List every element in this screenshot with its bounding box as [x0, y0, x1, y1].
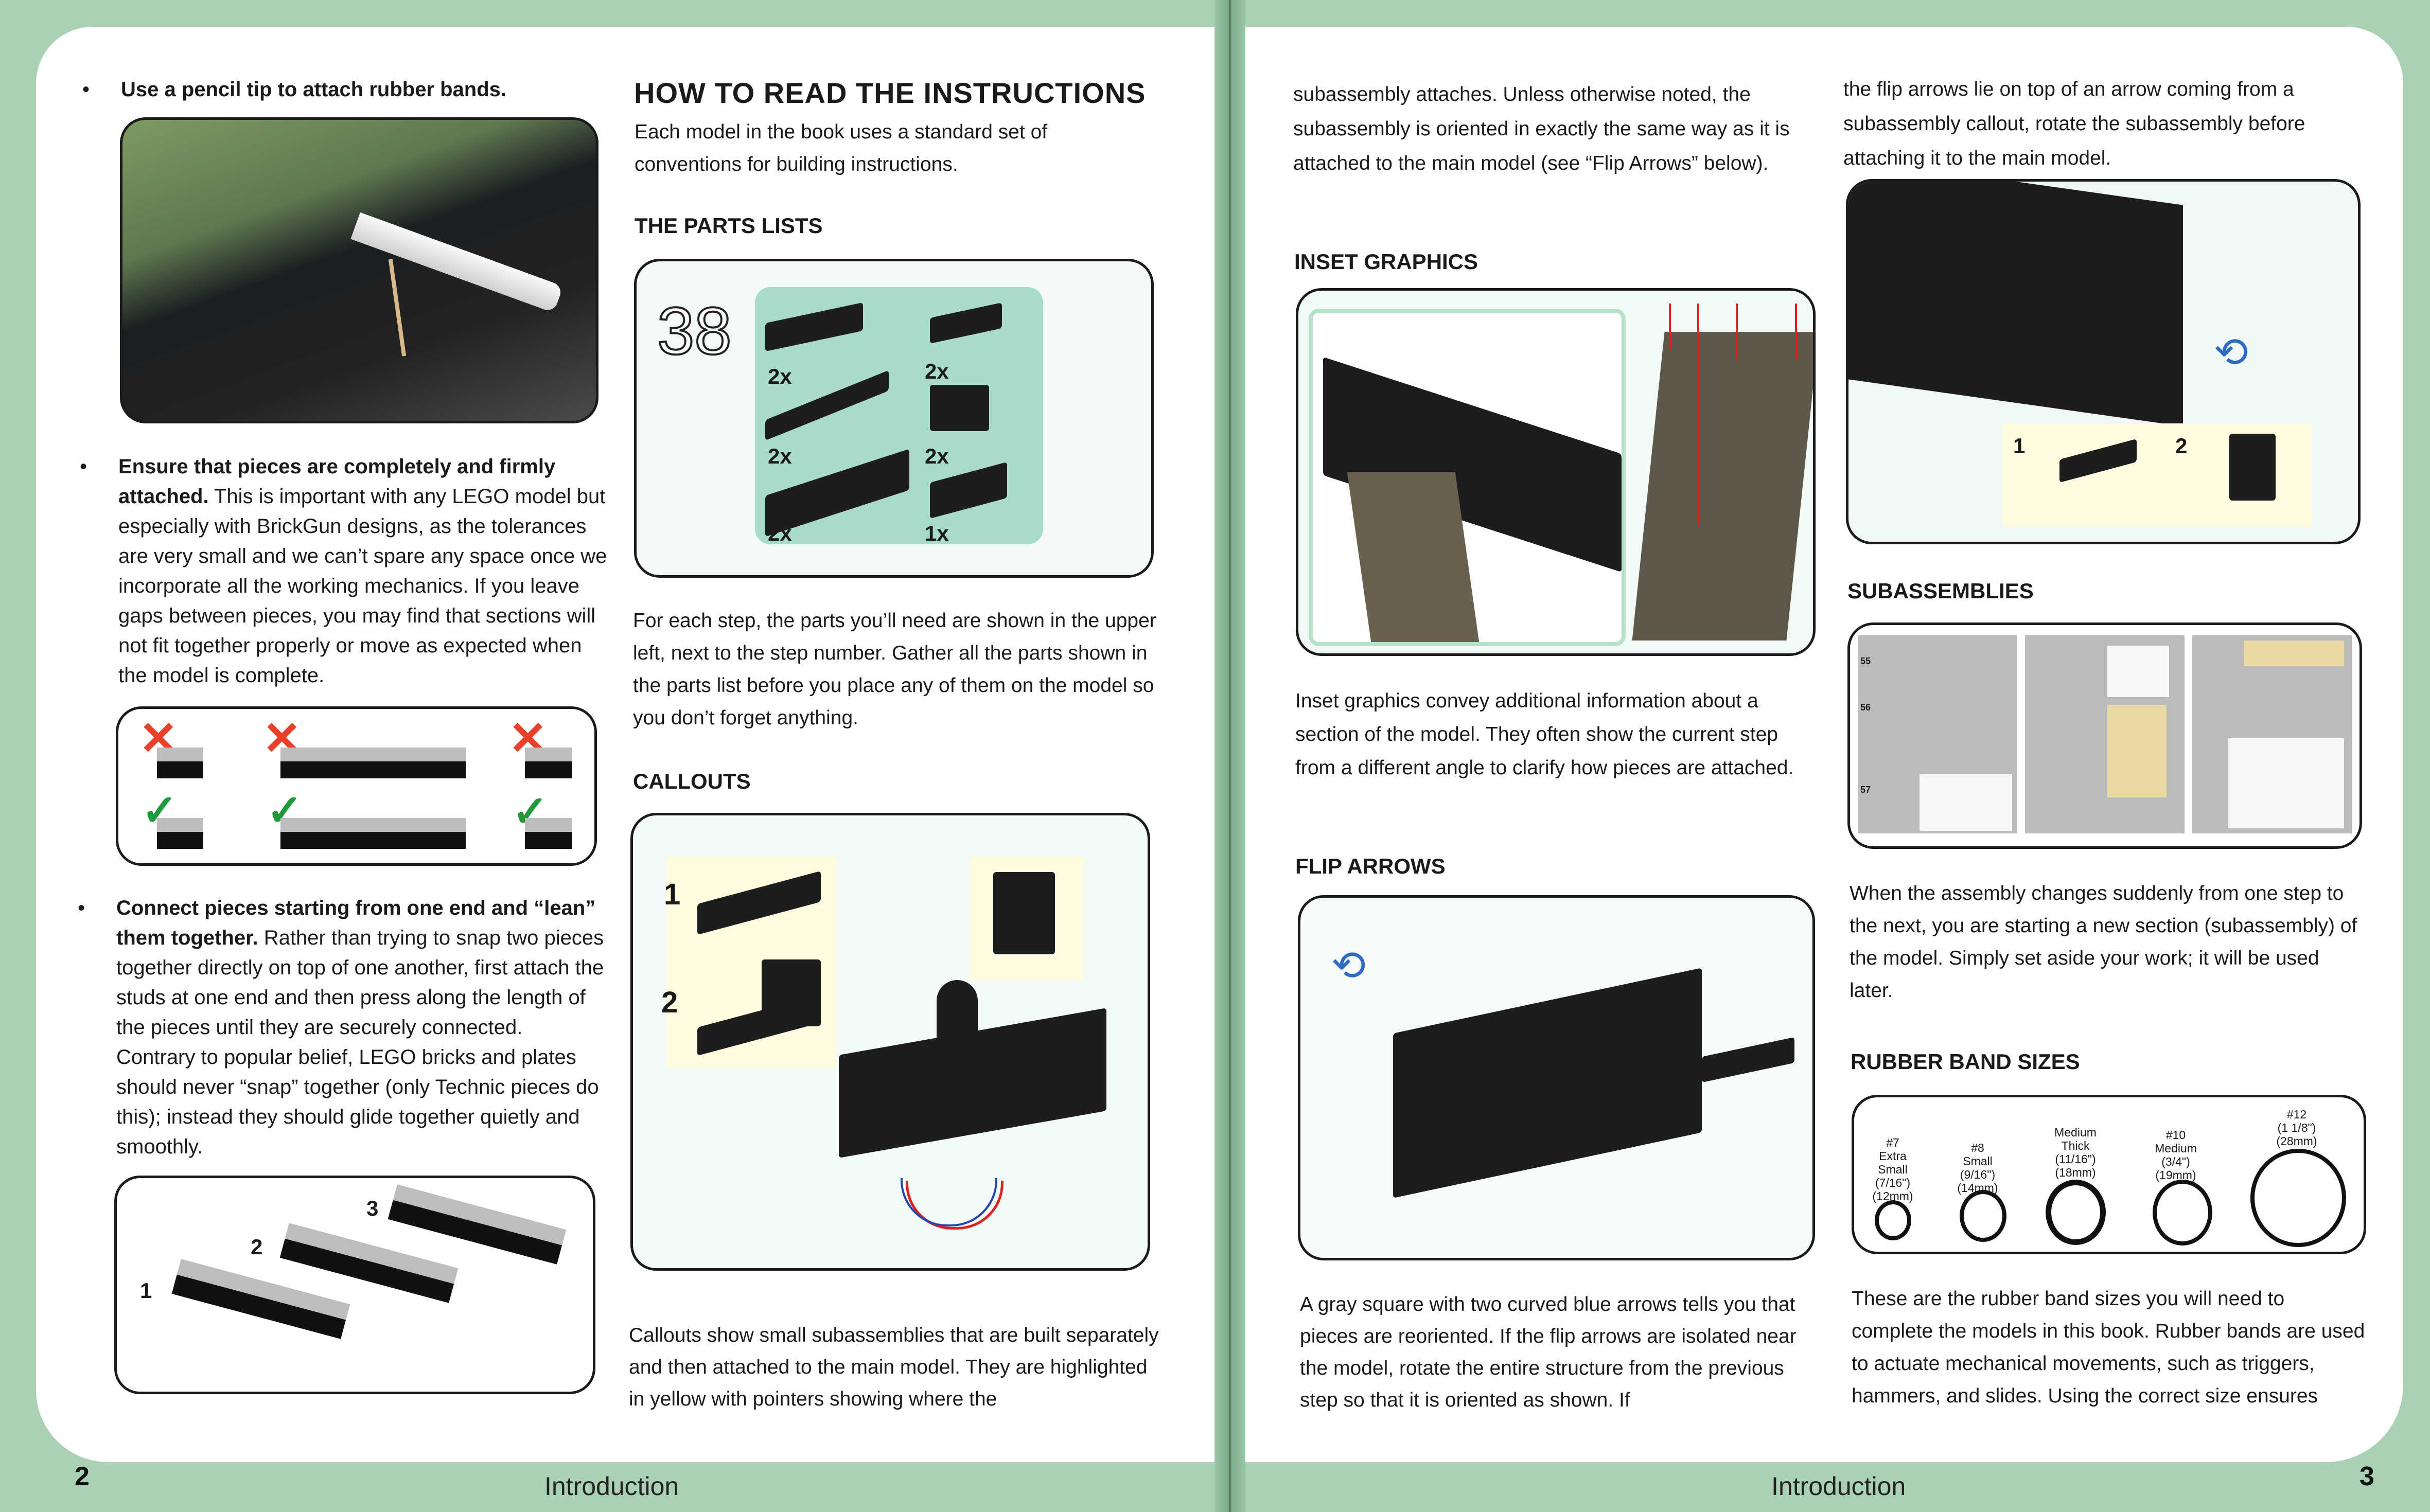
step-label: 2: [251, 1235, 263, 1259]
subassemblies-text: When the assembly changes suddenly from …: [1850, 882, 2357, 1002]
parts-panel: 2x 2x 2x 2x 2x 1x: [755, 287, 1043, 545]
attached-plate: [525, 818, 572, 849]
book-spine: [1214, 0, 1245, 1512]
subassemblies-example: 55 56 57: [1847, 622, 2362, 849]
tip-pencil: • Use a pencil tip to attach rubber band…: [82, 75, 610, 104]
tip-lean-together: • Connect pieces starting from one end a…: [78, 893, 605, 1162]
step-label: 1: [140, 1278, 152, 1303]
bullet-icon: •: [78, 897, 85, 919]
flip-model-axle: [1702, 1037, 1794, 1083]
ring-large-icon: [2250, 1149, 2346, 1247]
callout-step-label: 1: [2013, 434, 2026, 458]
flip-callout-example: ⟲ 1 2: [1846, 179, 2361, 544]
red-arrow-icon: [1669, 304, 1671, 350]
callouts-text: Callouts show small subassemblies that a…: [629, 1324, 1159, 1410]
part-quantity: 2x: [925, 444, 949, 468]
flip-arrows-icon: ⟲: [2214, 329, 2249, 375]
ring-extra-small-icon: [1875, 1200, 1911, 1240]
assembly-part: [1632, 332, 1813, 641]
rubber-band-icon: [388, 259, 407, 357]
fit-comparison-diagram: ✕ ✕ ✕ ✓ ✓ ✓: [116, 706, 597, 866]
intro-text: Each model in the book uses a standard s…: [635, 121, 1048, 175]
flip-subassembly-model: [1848, 182, 2183, 426]
rubber-band-sizes-heading: RUBBER BAND SIZES: [1851, 1049, 2080, 1074]
inset-graphics-heading: INSET GRAPHICS: [1294, 250, 1478, 274]
subassemblies-heading: SUBASSEMBLIES: [1847, 579, 2034, 603]
attached-plate: [157, 818, 203, 849]
brick-2x2-plate: [930, 461, 1007, 519]
flip-model: [1393, 968, 1702, 1198]
part-quantity: 2x: [925, 359, 949, 383]
step-label: 3: [366, 1196, 379, 1220]
callout-brick: [2229, 434, 2276, 501]
red-arrow-icon: [1697, 304, 1699, 525]
inset-frame: [1309, 309, 1626, 646]
subassembly-thumb-1: 55 56 57: [1858, 635, 2017, 833]
subassembly-thumb-3: [2192, 635, 2352, 833]
plate-step-1: [171, 1259, 350, 1339]
rubber-band-sizes-chart: #7 Extra Small (7/16") (12mm) #8 Small (…: [1852, 1095, 2366, 1254]
part-quantity: 2x: [768, 364, 792, 388]
ring-medium-icon: [2153, 1180, 2212, 1246]
inset-graphics-text: Inset graphics convey additional informa…: [1295, 690, 1794, 779]
ring-medium-thick-icon: [2046, 1180, 2106, 1245]
plate-step-3: [388, 1184, 567, 1265]
callout-brick: [993, 872, 1055, 954]
callout-step-label: 2: [2175, 434, 2188, 458]
callouts-heading: CALLOUTS: [633, 769, 751, 793]
part-quantity: 2x: [768, 521, 792, 545]
callout-example: 1 2: [630, 813, 1150, 1271]
flip-arrows-example: ⟲: [1298, 895, 1815, 1260]
gapped-plate: [157, 748, 203, 778]
flip-arrows-icon: ⟲: [1331, 942, 1366, 988]
callouts-continued-text: subassembly attaches. Unless otherwise n…: [1293, 83, 1790, 174]
pencil-icon: [350, 212, 564, 313]
page-number-right: 3: [2359, 1462, 2374, 1491]
brick-1x2-plate: [930, 303, 1002, 344]
flip-arrows-heading: FLIP ARROWS: [1295, 854, 1446, 878]
red-arrow-icon: [1795, 304, 1797, 360]
flip-arrows-continued-text: the flip arrows lie on top of an arrow c…: [1843, 78, 2305, 169]
inset-graphics-example: [1296, 288, 1816, 656]
gapped-plate: [280, 748, 466, 778]
parts-list-example: 38 2x 2x 2x 2x 2x 1x: [634, 259, 1154, 578]
parts-lists-heading: THE PARTS LISTS: [635, 214, 823, 238]
brick-slope-inverted: [930, 385, 989, 431]
attached-plate: [280, 818, 466, 849]
page-title: HOW TO READ THE INSTRUCTIONS: [634, 77, 1146, 109]
plate-step-2: [279, 1223, 459, 1303]
subassembly-thumb-2: [2025, 635, 2185, 833]
main-model: [937, 980, 978, 1104]
gapped-plate: [525, 748, 572, 778]
section-footer-right: Introduction: [1771, 1472, 1906, 1501]
callout-brick: [762, 959, 821, 1026]
rubber-band-text: These are the rubber band sizes you will…: [1852, 1288, 2365, 1407]
section-footer-left: Introduction: [544, 1472, 679, 1501]
tip-attach-firmly: • Ensure that pieces are completely and …: [80, 452, 607, 690]
ring-small-icon: [1960, 1190, 2006, 1242]
parts-lists-text: For each step, the parts you’ll need are…: [633, 610, 1156, 729]
red-arrow-icon: [1736, 304, 1738, 360]
step-number: 38: [656, 292, 733, 369]
callout-step-label: 1: [664, 878, 681, 911]
flip-arrows-text: A gray square with two curved blue arrow…: [1300, 1293, 1797, 1411]
part-quantity: 2x: [768, 444, 792, 468]
bullet-icon: •: [82, 78, 90, 101]
part-quantity: 1x: [925, 521, 949, 545]
brick-1x3-plate: [765, 302, 863, 352]
page-number-left: 2: [75, 1462, 90, 1491]
pencil-photo: [120, 117, 598, 423]
lean-steps-diagram: 1 2 3: [114, 1176, 595, 1394]
callout-step-label: 2: [661, 986, 678, 1019]
bullet-icon: •: [80, 455, 87, 478]
